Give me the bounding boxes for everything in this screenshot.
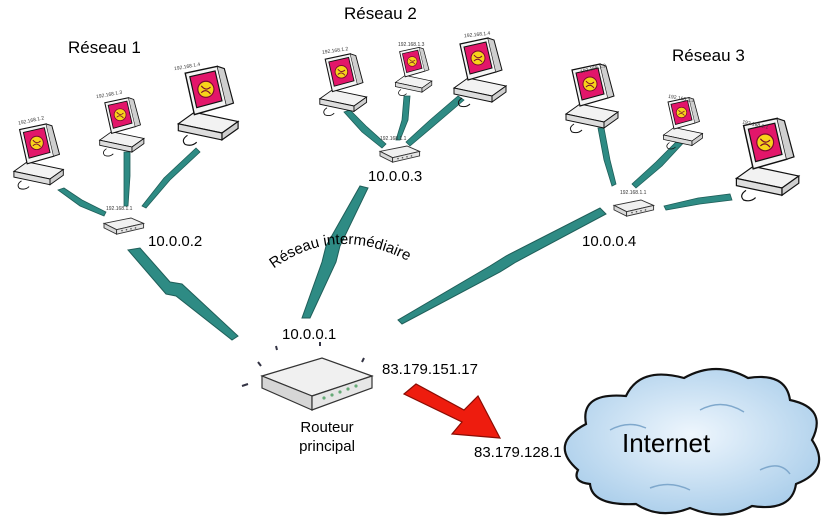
link-n3-h1 [597, 127, 617, 187]
main-router-label: Routeur principal [286, 418, 368, 456]
computer-icon [663, 97, 703, 150]
link-n1-h2 [123, 151, 131, 207]
main-router-label-line1: Routeur [300, 419, 354, 436]
main-router-label-line2: principal [299, 438, 355, 455]
computer-icon [99, 97, 145, 157]
links [57, 95, 733, 341]
intermediate-network-label: Réseau intermédiaire [266, 231, 413, 272]
router-3-ip: 10.0.0.4 [582, 233, 637, 250]
main-router-icon [241, 342, 374, 411]
link-n1-h1 [57, 187, 107, 217]
link-n2-h2 [395, 95, 411, 141]
link-n2-h1 [343, 109, 387, 149]
internet-arrow-icon [402, 383, 502, 439]
computer-icon [394, 46, 433, 96]
main-router-public-ip: 83.179.151.17 [382, 361, 478, 378]
host-address: 192.168.1.3 [398, 42, 425, 48]
router-2-ip: 10.0.0.3 [368, 168, 423, 185]
computer-icon [565, 63, 619, 134]
router-address: 192.168.1.1 [380, 136, 407, 142]
link-n2-h3 [405, 95, 465, 147]
computer-icon [319, 53, 368, 117]
router-address: 192.168.1.1 [620, 190, 647, 196]
link-router2-main [301, 185, 369, 319]
main-router-internal-ip: 10.0.0.1 [282, 326, 337, 343]
router-icon [379, 145, 421, 163]
router-icon [613, 199, 655, 217]
computer-icon [735, 117, 800, 202]
link-n1-h3 [141, 147, 201, 209]
internet-label: Internet [622, 428, 711, 458]
network-3-label: Réseau 3 [672, 46, 745, 65]
router-address: 192.168.1.1 [106, 206, 133, 212]
router-icon [103, 217, 145, 235]
link-router1-main [127, 247, 239, 341]
network-1-label: Réseau 1 [68, 38, 141, 57]
computer-icon [13, 123, 64, 190]
computer-icon [177, 65, 239, 146]
link-router3-main [397, 207, 607, 325]
network-2-label: Réseau 2 [344, 4, 417, 23]
router-1-ip: 10.0.0.2 [148, 233, 203, 250]
link-n3-h3 [663, 193, 733, 211]
internet-cloud-icon [563, 368, 821, 516]
internet-gateway-ip: 83.179.128.1 [474, 444, 562, 461]
computer-icon [453, 37, 507, 108]
